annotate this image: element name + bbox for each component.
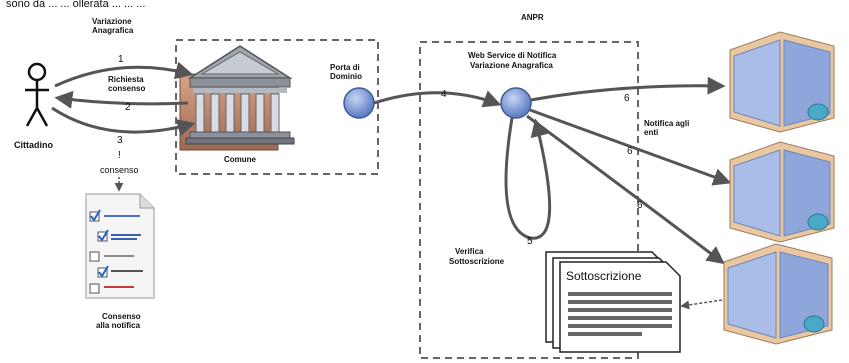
comune-building-icon xyxy=(179,45,295,151)
ente-building-icon-1 xyxy=(729,31,835,133)
subscription-arrow xyxy=(680,299,723,310)
arrow-3-number: 3 xyxy=(117,135,123,146)
notifica-label-1: Notifica agli xyxy=(644,119,689,128)
arrow-3 xyxy=(51,106,196,137)
variazione-label-2: Anagrafica xyxy=(92,26,134,35)
anpr-region-label: ANPR xyxy=(521,13,544,22)
top-fragment-text: sono da ... ... ollerata ... ... ... xyxy=(6,0,145,10)
arrow-6c xyxy=(526,114,725,265)
citizen-icon xyxy=(25,62,49,127)
pda-label-2: Dominio xyxy=(330,72,362,81)
richiesta-label-1: Richiesta xyxy=(108,75,144,84)
ente-building-icon-2 xyxy=(729,141,835,243)
consent-document-icon xyxy=(85,193,155,299)
arrow-5-number: 5 xyxy=(527,236,533,247)
citizen-label: Cittadino xyxy=(14,140,53,150)
notifica-label-2: enti xyxy=(644,128,658,137)
verifica-label-2: Sottoscrizione xyxy=(449,257,505,266)
arrow-2 xyxy=(54,90,189,109)
ws-label-1: Web Service di Notifica xyxy=(468,51,557,60)
arrow-1-number: 1 xyxy=(118,54,124,65)
arrow-4-number: 4 xyxy=(441,89,447,100)
sottoscrizione-documents-icon xyxy=(545,251,681,353)
consenso-doc-caption-2: alla notifica xyxy=(96,321,141,330)
ws-node xyxy=(500,87,532,119)
richiesta-label-2: consenso xyxy=(108,84,145,93)
arrow-6b-number: 6 xyxy=(627,146,633,157)
pda-label-1: Porta di xyxy=(330,63,360,72)
arrow-2-number: 2 xyxy=(125,102,131,113)
arrow-5 xyxy=(504,117,552,240)
ws-label-2: Variazione Anagrafica xyxy=(470,61,553,70)
exclamation-mark: ! xyxy=(118,150,121,161)
arrow-6b xyxy=(529,108,732,186)
consenso-doc-caption-1: Consenso xyxy=(102,312,141,321)
comune-region xyxy=(175,39,379,175)
pda-node xyxy=(343,87,375,119)
sottoscrizione-label: Sottoscrizione xyxy=(566,269,642,283)
arrow-6c-number: 6 xyxy=(637,200,643,211)
arrow-6a-number: 6 xyxy=(624,93,630,104)
comune-label: Comune xyxy=(224,155,257,164)
consenso-caption: consenso xyxy=(100,165,139,175)
arrow-1 xyxy=(54,61,194,88)
arrow-4 xyxy=(373,90,502,108)
variazione-label-1: Variazione xyxy=(92,17,132,26)
arrow-6a xyxy=(530,76,726,102)
verifica-label-1: Verifica xyxy=(455,247,484,256)
ente-building-icon-3 xyxy=(723,243,833,345)
